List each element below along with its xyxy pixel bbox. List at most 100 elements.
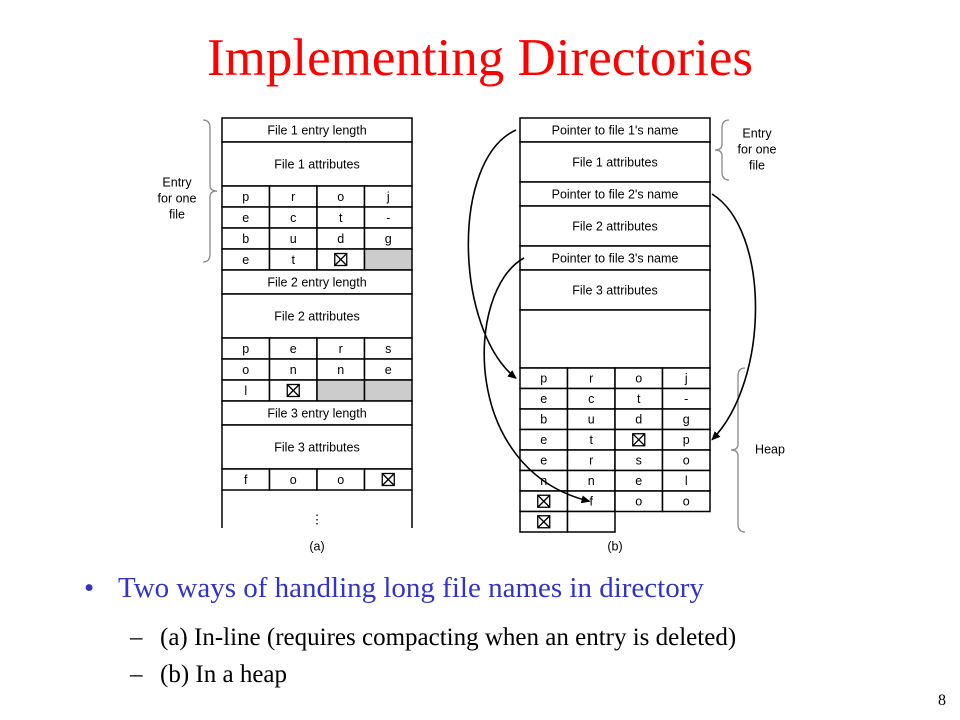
b-heap-r2c1-char: e	[540, 392, 547, 406]
a-entry2-length-label: File 2 entry length	[267, 275, 366, 289]
a-entry1-name-r3c4-char: g	[385, 232, 392, 246]
b-heap-r2c3-char: t	[637, 392, 641, 406]
a-entry1-name-r2c2-char: c	[290, 211, 296, 225]
a-entry1-name-r3c1-char: b	[242, 232, 249, 246]
bullet-dot: •	[84, 572, 95, 604]
b-heap-brace	[730, 367, 746, 533]
b-heap-r7c2-char: f	[590, 495, 594, 509]
a-entry3-length-label: File 3 entry length	[267, 406, 366, 420]
a-entry3-name-r1c4-deleted-marker	[381, 472, 395, 487]
a-entry2-name-r1c1-char: p	[242, 342, 249, 356]
a-entry2-name-r3c4-pad	[363, 379, 413, 402]
b-entry-brace-line1: Entry	[742, 126, 772, 140]
b-heap-r3c2-char: u	[588, 413, 595, 427]
a-entry3-length-cell	[221, 400, 413, 426]
a-entry2-name-r2c4-char: e	[385, 363, 392, 377]
a-entry1-attributes-cell	[221, 141, 413, 187]
a-entry3-name-r1c1-char: f	[244, 473, 248, 487]
subitem-a-text: (a) In-line (requires compacting when an…	[160, 624, 737, 651]
a-continuation-dots: ⋮	[311, 512, 324, 526]
b-heap-r1c1-char: p	[540, 372, 547, 386]
b-heap-r2c4-char: -	[684, 392, 688, 406]
a-entry3-attributes-label: File 3 attributes	[274, 440, 359, 454]
b-entry3-attributes-cell	[519, 269, 711, 311]
bullet-text: Two ways of handling long file names in …	[118, 572, 704, 604]
b-entry1-pointer-label: Pointer to file 1's name	[552, 123, 679, 137]
a-entry2-attributes-cell	[221, 293, 413, 339]
b-heap-r2c2-char: c	[588, 392, 594, 406]
dash-b: –	[130, 661, 143, 688]
subitem-b-text: (b) In a heap	[160, 661, 288, 688]
a-entry1-name-r1c3-char: o	[337, 190, 344, 204]
a-entry-brace	[202, 119, 218, 263]
dash-a: –	[130, 624, 143, 651]
a-brace-label-line3: file	[169, 207, 185, 221]
b-heap-r3c4-char: g	[683, 413, 690, 427]
b-heap-r3c1-char: b	[540, 413, 547, 427]
b-pointer-arrow-file3	[483, 257, 591, 504]
a-entry2-name-r3c2-deleted-marker	[286, 383, 300, 398]
b-heap-label: Heap	[755, 442, 785, 456]
b-heap-r7c4	[661, 490, 711, 513]
b-pointer-arrow-file2	[711, 193, 757, 441]
a-entry2-name-r2c3-char: n	[337, 363, 344, 377]
a-entry1-name-r1c4-char: j	[386, 190, 390, 204]
b-heap-r7c1-deleted-marker	[537, 494, 551, 508]
b-entry1-pointer-cell	[519, 117, 711, 143]
b-entry-brace-line3: file	[749, 158, 765, 172]
b-entry3-pointer-label: Pointer to file 3's name	[552, 251, 679, 265]
b-heap-r5c2-char: r	[589, 454, 593, 468]
slide-title: Implementing Directories	[206, 29, 754, 87]
b-heap-r4c4-char: p	[683, 433, 690, 447]
b-entry3-attributes-label: File 3 attributes	[572, 283, 657, 297]
a-entry1-name-r4c1-char: e	[242, 253, 249, 267]
b-heap-r5c1-char: e	[540, 454, 547, 468]
a-entry3-attributes-cell	[221, 424, 413, 470]
b-heap-r6c4-char: l	[685, 474, 688, 488]
a-entry2-name-r3c3-pad	[316, 379, 366, 402]
b-heap-r8c1-deleted-marker	[537, 515, 551, 529]
a-brace-label-line2: for one	[158, 191, 197, 205]
a-entry2-name-r2c1-char: o	[242, 363, 249, 377]
b-heap-r8c2	[566, 510, 616, 533]
a-entry2-name-r1c2-char: e	[290, 342, 297, 356]
b-heap-r7c3-char: o	[635, 495, 642, 509]
a-entry1-length-label: File 1 entry length	[267, 123, 366, 137]
a-entry1-attributes-label: File 1 attributes	[274, 157, 359, 171]
a-entry1-length-cell	[221, 117, 413, 143]
b-heap-r5c4-char: o	[683, 454, 690, 468]
b-heap-r5c3-char: s	[636, 454, 642, 468]
a-entry1-name-r2c1-char: e	[242, 211, 249, 225]
a-entry2-name-r1c3-char: r	[339, 342, 343, 356]
b-entry-brace	[714, 119, 730, 181]
b-entry2-pointer-label: Pointer to file 2's name	[552, 187, 679, 201]
b-unused-space	[519, 309, 711, 369]
a-entry1-name-r1c1-char: p	[242, 190, 249, 204]
b-caption: (b)	[607, 539, 622, 553]
a-entry3-name-r1c3-char: o	[337, 473, 344, 487]
a-entry1-name-r4c2-char: t	[292, 253, 296, 267]
a-brace-label-line1: Entry	[162, 175, 192, 189]
b-entry1-attributes-label: File 1 attributes	[572, 155, 657, 169]
a-entry2-name-r3c1-char: l	[244, 384, 247, 398]
a-entry2-name-r2c2-char: n	[290, 363, 297, 377]
a-entry2-name-r1c4-char: s	[385, 342, 391, 356]
b-heap-r4c1-char: e	[540, 433, 547, 447]
a-entry1-name-r3c3-char: d	[337, 232, 344, 246]
b-entry1-attributes-cell	[519, 141, 711, 183]
b-pointer-arrow-file1	[467, 129, 517, 379]
b-heap-r4c2-char: t	[590, 433, 594, 447]
b-heap-r6c3-char: e	[635, 474, 642, 488]
b-heap-r1c4-char: j	[684, 372, 688, 386]
a-caption: (a)	[309, 539, 324, 553]
a-entry1-name-r4c3-deleted-marker	[334, 252, 348, 267]
b-heap-r4c3-deleted-marker	[632, 433, 646, 447]
b-entry2-attributes-label: File 2 attributes	[572, 219, 657, 233]
b-heap-r7c4-char: o	[683, 495, 690, 509]
a-entry1-name-r3c2-char: u	[290, 232, 297, 246]
a-entry1-name-r2c3-char: t	[339, 211, 343, 225]
b-heap-r1c3-char: o	[635, 372, 642, 386]
a-entry2-attributes-label: File 2 attributes	[274, 309, 359, 323]
